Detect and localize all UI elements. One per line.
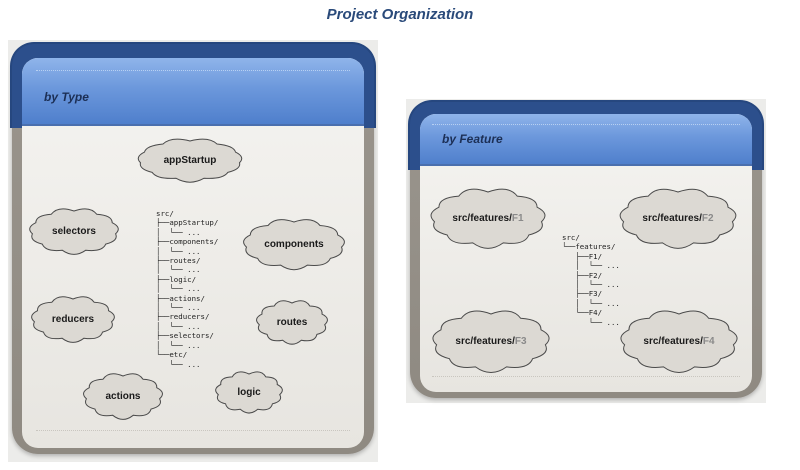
cloud-feature-f4: src/features/F4 bbox=[620, 310, 738, 374]
header-dotted-line bbox=[432, 124, 740, 125]
cloud-feature-f3: src/features/F3 bbox=[432, 310, 550, 374]
cloud-label: components bbox=[264, 238, 324, 250]
cloud-icon bbox=[29, 208, 119, 255]
cloud-appstartup: appStartup bbox=[136, 137, 244, 183]
header-dotted-line bbox=[36, 70, 350, 71]
cloud-icon bbox=[137, 138, 243, 183]
cloud-label: src/features/F4 bbox=[643, 335, 715, 347]
cloud-icon bbox=[620, 310, 738, 374]
by-feature-folder-tree: src/ └──features/ ├──F1/ │ └── ... ├──F2… bbox=[562, 233, 620, 327]
cloud-icon bbox=[83, 373, 163, 420]
cloud-components: components bbox=[242, 218, 346, 271]
cloud-icon bbox=[430, 188, 546, 249]
cloud-label: actions bbox=[105, 390, 141, 402]
cloud-label: src/features/F3 bbox=[455, 335, 527, 347]
cloud-label: src/features/F1 bbox=[452, 212, 524, 224]
cloud-feature-f1: src/features/F1 bbox=[430, 188, 546, 249]
page-title: Project Organization bbox=[326, 6, 474, 23]
cloud-logic: logic bbox=[214, 370, 284, 414]
by-feature-header bbox=[420, 114, 752, 166]
footer-dotted-line bbox=[36, 430, 350, 431]
cloud-icon bbox=[432, 310, 550, 374]
cloud-icon bbox=[243, 219, 345, 271]
cloud-actions: actions bbox=[82, 372, 164, 420]
cloud-label: src/features/F2 bbox=[642, 212, 714, 224]
cloud-icon bbox=[619, 188, 737, 249]
cloud-selectors: selectors bbox=[28, 207, 120, 255]
by-type-header bbox=[22, 58, 364, 126]
cloud-label: appStartup bbox=[163, 154, 217, 166]
by-feature-title: by Feature bbox=[442, 132, 503, 146]
cloud-label: logic bbox=[237, 386, 261, 398]
cloud-routes: routes bbox=[255, 299, 329, 345]
by-type-title: by Type bbox=[44, 90, 89, 104]
cloud-label: selectors bbox=[52, 225, 96, 237]
cloud-label: routes bbox=[276, 316, 308, 328]
cloud-icon bbox=[215, 371, 283, 414]
cloud-label: reducers bbox=[51, 313, 95, 325]
cloud-feature-f2: src/features/F2 bbox=[619, 188, 737, 249]
cloud-icon bbox=[256, 300, 328, 345]
cloud-reducers: reducers bbox=[30, 295, 116, 343]
footer-dotted-line bbox=[432, 376, 740, 377]
by-type-folder-tree: src/ ├──appStartup/ │ └── ... ├──compone… bbox=[156, 209, 219, 369]
cloud-icon bbox=[31, 296, 115, 343]
